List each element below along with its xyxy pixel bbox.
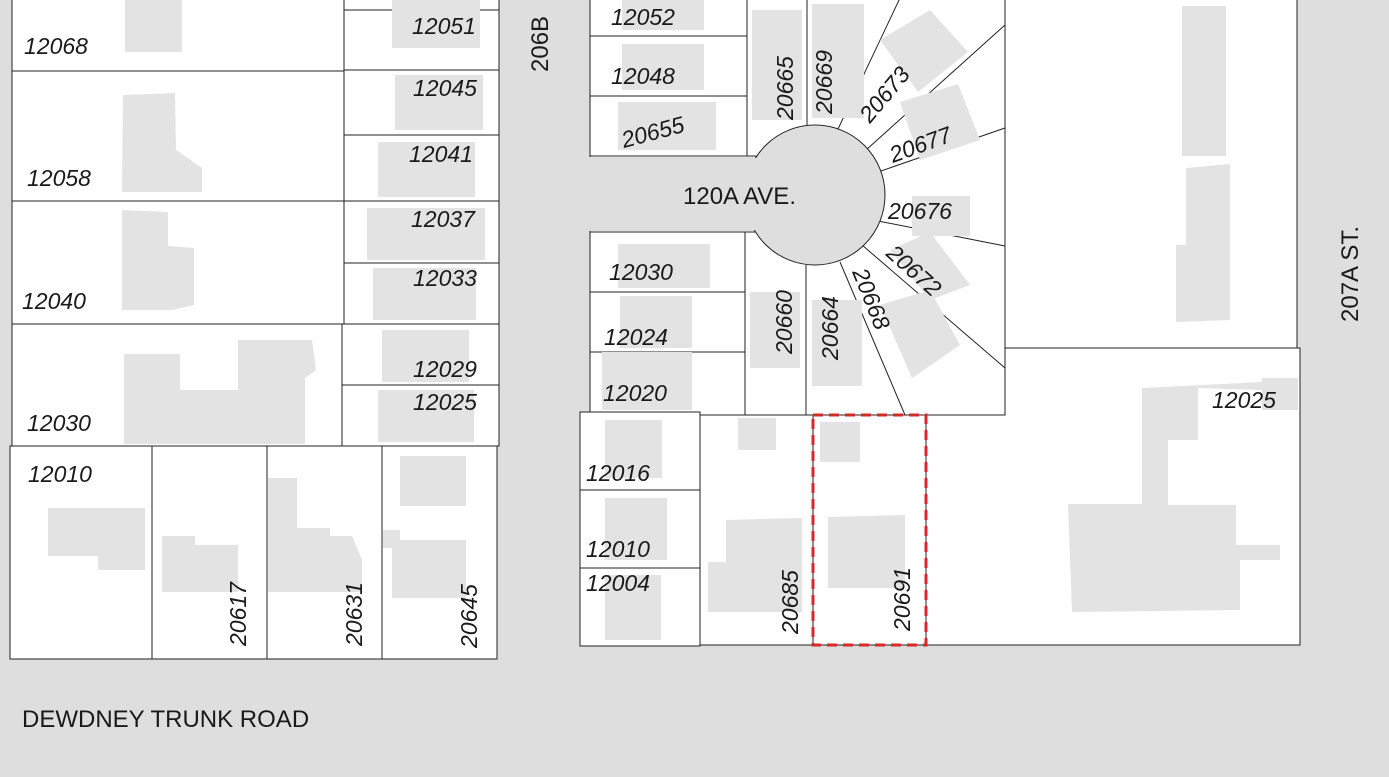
building-footprint	[708, 518, 802, 612]
subject-property-outline[interactable]	[811, 413, 928, 647]
building-footprint	[605, 498, 667, 560]
building-footprint	[378, 142, 475, 197]
building-footprint	[373, 268, 476, 320]
building-footprint	[820, 422, 860, 462]
building-footprint	[400, 456, 466, 506]
building-footprint	[268, 478, 362, 592]
address-label: 20645	[456, 584, 482, 649]
address-label: 20665	[772, 56, 798, 121]
building-footprint	[1176, 164, 1230, 322]
south-centre-block	[579, 411, 928, 647]
address-label: 12045	[413, 75, 477, 101]
building-footprint	[124, 340, 316, 444]
address-label: 12068	[24, 33, 88, 59]
building-footprint	[125, 0, 182, 52]
building-footprint	[1182, 6, 1226, 156]
address-label: 12010	[28, 461, 92, 487]
building-footprint	[122, 93, 202, 192]
address-label: 12016	[586, 460, 650, 486]
building-footprint	[738, 418, 776, 450]
address-label-subject: 20691	[889, 567, 915, 632]
address-label: 20617	[225, 581, 251, 647]
street-label-207a-st: 207A ST.	[1337, 226, 1364, 322]
building-footprint	[622, 44, 704, 90]
building-footprint	[618, 102, 716, 150]
address-label: 20664	[817, 296, 843, 361]
address-label: 20669	[811, 50, 837, 115]
address-label: 12058	[27, 165, 91, 191]
cul-de-sac-neck-join	[738, 158, 768, 230]
address-label: 12037	[411, 206, 476, 232]
building-footprint	[392, 0, 480, 48]
address-label: 12040	[22, 288, 86, 314]
address-label: 12025	[413, 389, 477, 415]
building-footprint	[122, 210, 194, 310]
building-footprint	[605, 575, 661, 640]
building-footprint	[750, 292, 800, 368]
address-label: 20676	[887, 198, 952, 224]
building-footprint	[162, 536, 238, 592]
building-footprint	[605, 420, 662, 478]
building-footprint	[620, 296, 692, 348]
building-footprint	[378, 390, 474, 442]
address-label: 12041	[409, 141, 473, 167]
address-label: 12024	[604, 324, 668, 350]
address-label: 12029	[413, 356, 477, 382]
building-footprint	[752, 10, 802, 120]
west-block	[9, 0, 500, 660]
address-label: 12048	[611, 63, 675, 89]
building-footprint	[828, 515, 905, 588]
building-footprint	[912, 196, 970, 236]
building-footprint	[880, 10, 968, 92]
building-footprint	[48, 508, 145, 570]
building-footprint	[602, 352, 692, 410]
address-label: 20631	[341, 582, 367, 647]
building-footprint	[900, 84, 980, 160]
building-footprint	[622, 0, 704, 30]
building-footprint	[890, 232, 970, 300]
address-label: 12030	[27, 410, 91, 436]
street-label-dewdney: DEWDNEY TRUNK ROAD	[22, 706, 309, 733]
address-label: 12051	[412, 13, 476, 39]
building-footprint	[382, 330, 469, 382]
east-block	[925, 0, 1301, 646]
address-label: 12004	[586, 570, 650, 596]
cul-de-sac-block	[588, 0, 1006, 416]
building-footprint	[367, 208, 485, 260]
building-footprint	[1068, 378, 1298, 612]
lot-east-large[interactable]	[1004, 0, 1298, 349]
address-label: 12052	[611, 4, 675, 30]
address-label: 12020	[603, 380, 667, 406]
address-label: 12025	[1212, 387, 1276, 413]
building-footprint	[618, 244, 710, 288]
address-label: 20685	[777, 570, 803, 635]
address-label: 12030	[609, 259, 673, 285]
building-footprint	[383, 530, 466, 598]
street-label-120a-ave: 120A AVE.	[683, 183, 796, 210]
street-label-206b: 206B	[527, 16, 554, 72]
building-footprint	[812, 4, 864, 118]
address-label: 12033	[413, 265, 477, 291]
address-label: 20660	[771, 290, 797, 355]
building-footprint	[395, 75, 483, 130]
address-label: 12010	[586, 536, 650, 562]
building-footprint	[812, 300, 862, 386]
building-footprint	[880, 290, 960, 378]
